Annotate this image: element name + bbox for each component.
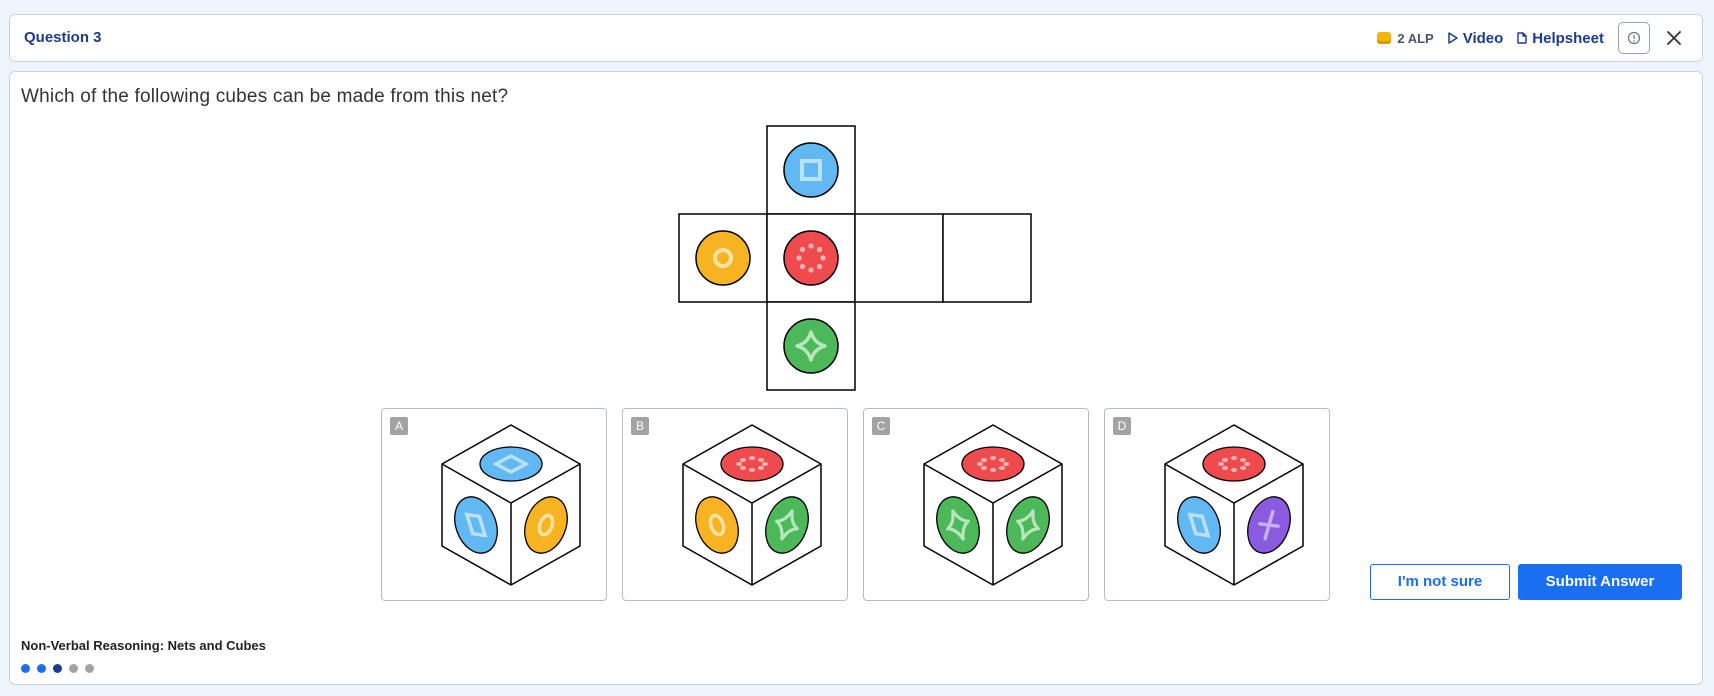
right-green-star <box>1006 496 1050 554</box>
left-blue-diamond <box>1177 496 1221 554</box>
right-orange-ring <box>524 496 568 554</box>
net-face-left <box>678 213 768 303</box>
option-d[interactable]: D <box>1104 408 1330 601</box>
progress-dot <box>21 664 30 673</box>
coin-icon <box>1377 32 1392 44</box>
left-orange-ring <box>695 496 739 554</box>
top-red-dots <box>1202 446 1266 482</box>
cube-a <box>441 424 581 586</box>
option-a[interactable]: A <box>381 408 607 601</box>
option-label: B <box>631 417 649 435</box>
option-b[interactable]: B <box>622 408 848 601</box>
top-blue-diamond <box>479 446 543 482</box>
option-label: A <box>390 417 408 435</box>
question-text: Which of the following cubes can be made… <box>21 86 509 107</box>
orange-ring-symbol <box>695 230 751 286</box>
header-actions: 2 ALP Video Helpsheet <box>1377 15 1702 61</box>
progress-dots <box>21 664 94 673</box>
video-label: Video <box>1462 29 1504 47</box>
blue-square-symbol <box>783 142 839 198</box>
progress-dot <box>69 664 78 673</box>
green-star-symbol <box>783 318 839 374</box>
helpsheet-link[interactable]: Helpsheet <box>1517 30 1604 47</box>
close-button[interactable] <box>1664 28 1684 48</box>
top-red-dots <box>961 446 1025 482</box>
submit-answer-button[interactable]: Submit Answer <box>1518 564 1682 600</box>
progress-dot <box>53 664 62 673</box>
helpsheet-label: Helpsheet <box>1532 29 1604 47</box>
cube-d <box>1164 424 1304 586</box>
right-green-star <box>765 496 809 554</box>
progress-dot <box>85 664 94 673</box>
option-label: D <box>1113 417 1131 435</box>
not-sure-button[interactable]: I'm not sure <box>1370 564 1510 600</box>
question-title: Question 3 <box>24 29 102 46</box>
alp-value: 2 ALP <box>1397 30 1434 46</box>
question-header: Question 3 2 ALP Video Helpsheet <box>9 14 1703 62</box>
net-face-right <box>854 213 944 303</box>
answer-options: A B <box>381 408 1330 601</box>
info-icon <box>1627 31 1641 45</box>
play-icon <box>1447 32 1458 44</box>
progress-dot <box>37 664 46 673</box>
topic-label: Non-Verbal Reasoning: Nets and Cubes <box>21 638 266 653</box>
left-green-star <box>936 496 980 554</box>
red-dots-symbol <box>783 230 839 286</box>
cube-net <box>678 125 1032 391</box>
option-label: C <box>872 417 890 435</box>
net-face-far-right <box>942 213 1032 303</box>
right-purple-cross <box>1247 496 1291 554</box>
cube-c <box>923 424 1063 586</box>
video-link[interactable]: Video <box>1447 29 1504 47</box>
info-button[interactable] <box>1618 22 1650 54</box>
left-blue-diamond <box>454 496 498 554</box>
cube-b <box>682 424 822 586</box>
close-icon <box>1667 31 1681 45</box>
option-c[interactable]: C <box>863 408 1089 601</box>
document-icon <box>1517 32 1527 44</box>
alp-badge: 2 ALP <box>1377 30 1434 46</box>
top-red-dots <box>720 446 784 482</box>
